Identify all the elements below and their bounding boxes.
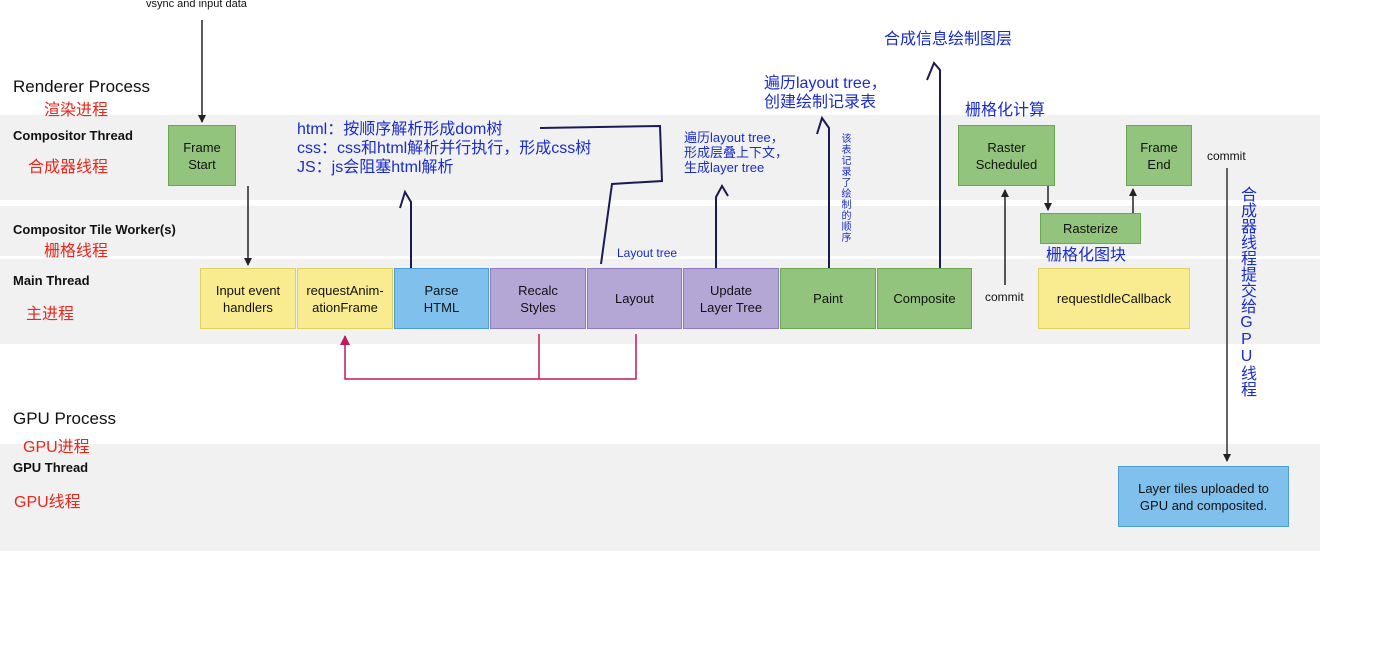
compositor-thread-cn: 合成器线程 <box>28 159 109 176</box>
tile-worker-cn: 栅格线程 <box>44 243 109 260</box>
compositor-thread-title: Compositor Thread <box>13 128 133 143</box>
commit-gpu-vertical-annotation: 合成器线程提交给GPU线程 <box>1238 186 1255 397</box>
gpu-process-title: GPU Process <box>13 409 116 428</box>
request-animation-frame-box: requestAnim- ationFrame <box>297 268 393 329</box>
main-thread-cn: 主进程 <box>26 306 75 323</box>
composite-info-annotation: 合成信息绘制图层 <box>884 31 1013 48</box>
vsync-label: vsync and input data <box>146 0 247 10</box>
raster-calc-annotation: 栅格化计算 <box>965 102 1046 119</box>
layout-tree-label: Layout tree <box>617 246 678 260</box>
commit-label-main: commit <box>985 290 1024 304</box>
raster-tile-annotation: 栅格化图块 <box>1046 247 1127 264</box>
raster-scheduled-box: Raster Scheduled <box>958 125 1055 186</box>
frame-end-box: Frame End <box>1126 125 1192 186</box>
request-idle-callback-box: requestIdleCallback <box>1038 268 1190 329</box>
update-layer-tree-box: Update Layer Tree <box>683 268 779 329</box>
parse-annotation: html：按顺序解析形成dom树 css：css和html解析并行执行，形成cs… <box>297 121 592 176</box>
layout-box: Layout <box>587 268 682 329</box>
commit-label-top: commit <box>1207 149 1246 163</box>
renderer-process-cn: 渲染进程 <box>44 102 109 119</box>
rasterize-box: Rasterize <box>1040 213 1141 244</box>
input-event-handlers-box: Input event handlers <box>200 268 296 329</box>
gpu-thread-title: GPU Thread <box>13 460 89 475</box>
gpu-tiles-box: Layer tiles uploaded to GPU and composit… <box>1118 466 1289 527</box>
paint-record-annotation: 遍历layout tree， 创建绘制记录表 <box>764 75 887 111</box>
gpu-thread-lane <box>0 444 1320 551</box>
layer-annotation: 遍历layout tree， 形成层叠上下文， 生成layer tree <box>684 130 789 175</box>
gpu-process-cn: GPU进程 <box>23 439 90 456</box>
parse-html-box: Parse HTML <box>394 268 489 329</box>
paint-box: Paint <box>780 268 876 329</box>
paint-order-vertical-annotation: 该表记录了绘制的顺序 <box>839 133 850 243</box>
tile-worker-title: Compositor Tile Worker(s) <box>13 222 176 237</box>
gpu-thread-cn: GPU线程 <box>14 494 81 511</box>
renderer-process-title: Renderer Process <box>13 77 151 96</box>
frame-start-box: Frame Start <box>168 125 236 186</box>
recalc-styles-box: Recalc Styles <box>490 268 586 329</box>
composite-box: Composite <box>877 268 972 329</box>
main-thread-title: Main Thread <box>13 273 90 288</box>
